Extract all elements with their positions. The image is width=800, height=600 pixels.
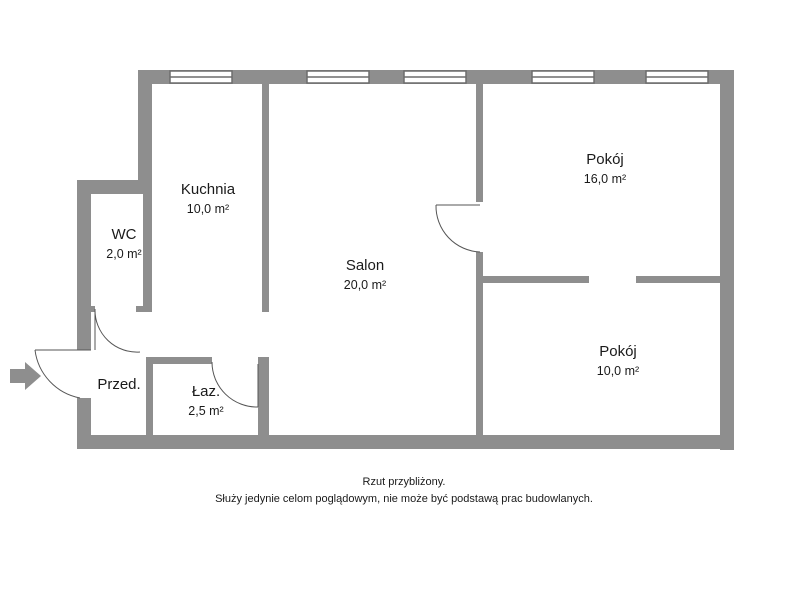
wall-right xyxy=(720,70,734,450)
wall-left-bottom xyxy=(77,398,91,449)
room-pokoj-1: Pokój 16,0 m² xyxy=(550,150,660,188)
room-kuchnia: Kuchnia 10,0 m² xyxy=(156,180,260,218)
window-pokoj-1 xyxy=(531,70,595,84)
disclaimer-line-1: Rzut przybliżony. xyxy=(362,476,446,488)
walls xyxy=(77,70,734,450)
wall-laz-left xyxy=(146,357,153,437)
disclaimer: Rzut przybliżony. Służy jedynie celom po… xyxy=(0,474,800,508)
window-pokoj-2 xyxy=(645,70,709,84)
room-name: Salon xyxy=(345,257,385,274)
wall-left-upper xyxy=(138,70,152,194)
window-kitchen xyxy=(169,70,233,84)
door-wc xyxy=(94,308,141,353)
room-area: 16,0 m² xyxy=(583,172,627,186)
room-area: 10,0 m² xyxy=(596,364,640,378)
wall-wc-bottom xyxy=(85,306,95,312)
wall-pokoj-divider-right xyxy=(636,276,720,283)
arrow-right-icon xyxy=(10,362,41,390)
room-lazienka: Łaz. 2,5 m² xyxy=(168,382,244,420)
window-salon-2 xyxy=(403,70,467,84)
room-salon: Salon 20,0 m² xyxy=(310,256,420,294)
wall-salon-pokoj-top xyxy=(476,84,483,202)
room-przedpokoj: Przed. xyxy=(86,375,152,395)
wall-wc-top xyxy=(77,180,152,194)
doors xyxy=(34,204,481,408)
wall-laz-top xyxy=(146,357,212,364)
room-pokoj-2: Pokój 10,0 m² xyxy=(563,342,673,380)
disclaimer-line-2: Służy jedynie celom poglądowym, nie może… xyxy=(215,493,593,505)
wall-pokoj-divider-left xyxy=(483,276,589,283)
room-area: 2,0 m² xyxy=(106,247,142,261)
wall-salon-pokoj-bottom xyxy=(476,252,483,442)
room-name: Przed. xyxy=(97,376,141,393)
room-name: WC xyxy=(111,226,137,243)
wall-wc-bottom-r xyxy=(136,306,152,312)
room-name: Kuchnia xyxy=(180,181,236,198)
windows xyxy=(169,70,709,84)
wall-bottom xyxy=(77,435,734,449)
wall-left-lower xyxy=(77,180,91,350)
door-lazienka xyxy=(211,361,259,408)
room-wc: WC 2,0 m² xyxy=(92,225,156,263)
window-salon-1 xyxy=(306,70,370,84)
door-entrance xyxy=(34,349,91,399)
wall-laz-right xyxy=(258,357,269,437)
room-name: Łaz. xyxy=(191,383,221,400)
room-area: 20,0 m² xyxy=(343,278,387,292)
room-area: 2,5 m² xyxy=(188,404,224,418)
room-area: 10,0 m² xyxy=(186,202,230,216)
room-name: Pokój xyxy=(586,151,624,168)
room-name: Pokój xyxy=(599,343,637,360)
wall-kitchen-wc xyxy=(143,194,152,312)
wall-kitchen-salon xyxy=(262,84,269,312)
door-pokoj xyxy=(435,204,481,253)
